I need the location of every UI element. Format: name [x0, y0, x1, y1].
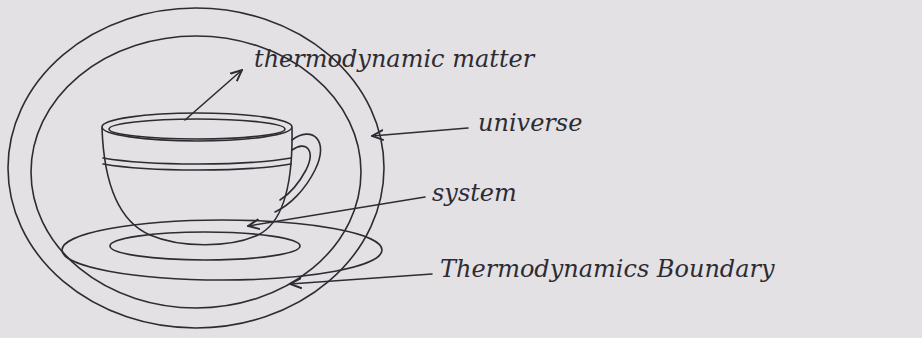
saucer [62, 220, 382, 280]
cup-band [103, 158, 291, 164]
leader-line [290, 274, 432, 284]
leader-line [185, 70, 242, 120]
cup-handle [275, 134, 321, 212]
cup-body [102, 128, 292, 245]
boundary-outline [31, 36, 361, 308]
cup-rim [102, 113, 292, 141]
callout-label: system [432, 180, 517, 206]
leader-line [372, 128, 468, 136]
callout-label: universe [478, 110, 582, 136]
leader-line [248, 197, 425, 226]
cup-handle [280, 146, 310, 200]
cup-band [103, 164, 291, 170]
callout-label: Thermodynamics Boundary [440, 256, 775, 282]
saucer-rim [110, 232, 300, 260]
callout-label: thermodynamic matter [254, 46, 534, 72]
tea-surface [109, 119, 285, 139]
